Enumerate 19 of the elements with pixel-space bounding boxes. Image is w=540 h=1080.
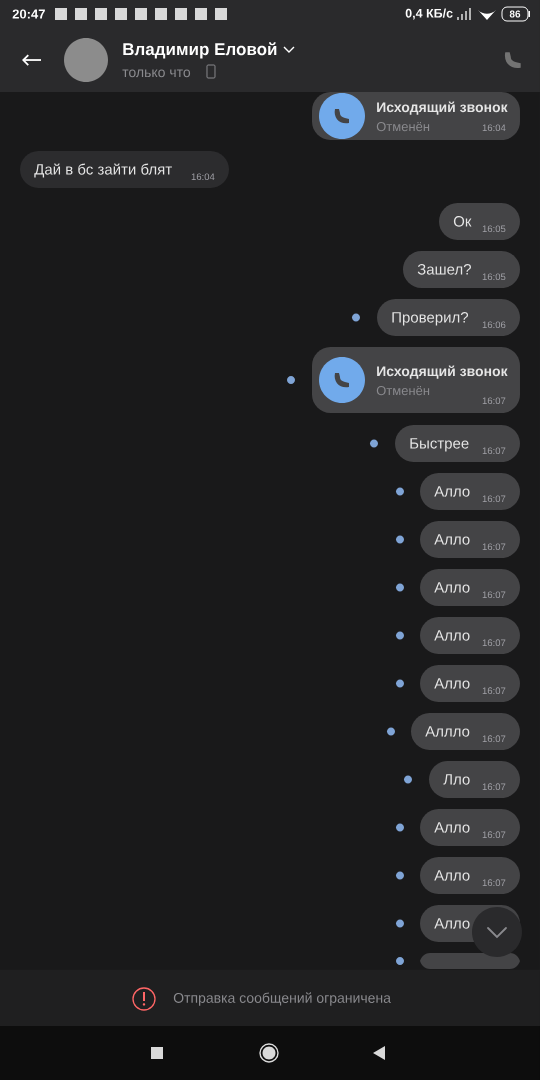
message-bubble: Алло 16:07 (420, 569, 520, 606)
message-bubble: Зашел? 16:05 (403, 251, 520, 288)
message-bubble: Алло 16:07 (420, 665, 520, 702)
restriction-notice: Отправка сообщений ограничена (173, 992, 391, 1006)
message-bubble: Аллло 16:07 (411, 713, 520, 750)
status-time: 20:47 (12, 9, 45, 19)
message-bubble: Алло 16:07 (420, 617, 520, 654)
message-bubble: Алло 16:07 (420, 809, 520, 846)
message-bubble: Алло 16:07 (420, 857, 520, 894)
last-seen-status: только что (122, 69, 191, 78)
message-bubble: Дай в бс зайти блят 16:04 (20, 151, 229, 188)
contact-name: Владимир Еловой (123, 42, 277, 59)
call-message-bubble: Исходящий звонок Отменён 16:07 (312, 347, 520, 413)
message-bubble: Быстрее 16:07 (395, 425, 520, 462)
network-speed: 0,4 КБ/с (405, 8, 453, 20)
message-bubble: Проверил? 16:06 (377, 299, 520, 336)
message-bubble: Алло 16:07 (420, 473, 520, 510)
call-message-bubble: Исходящий звонок Отменён 16:04 (312, 92, 520, 140)
message-bubble: Алло 16:07 (420, 521, 520, 558)
